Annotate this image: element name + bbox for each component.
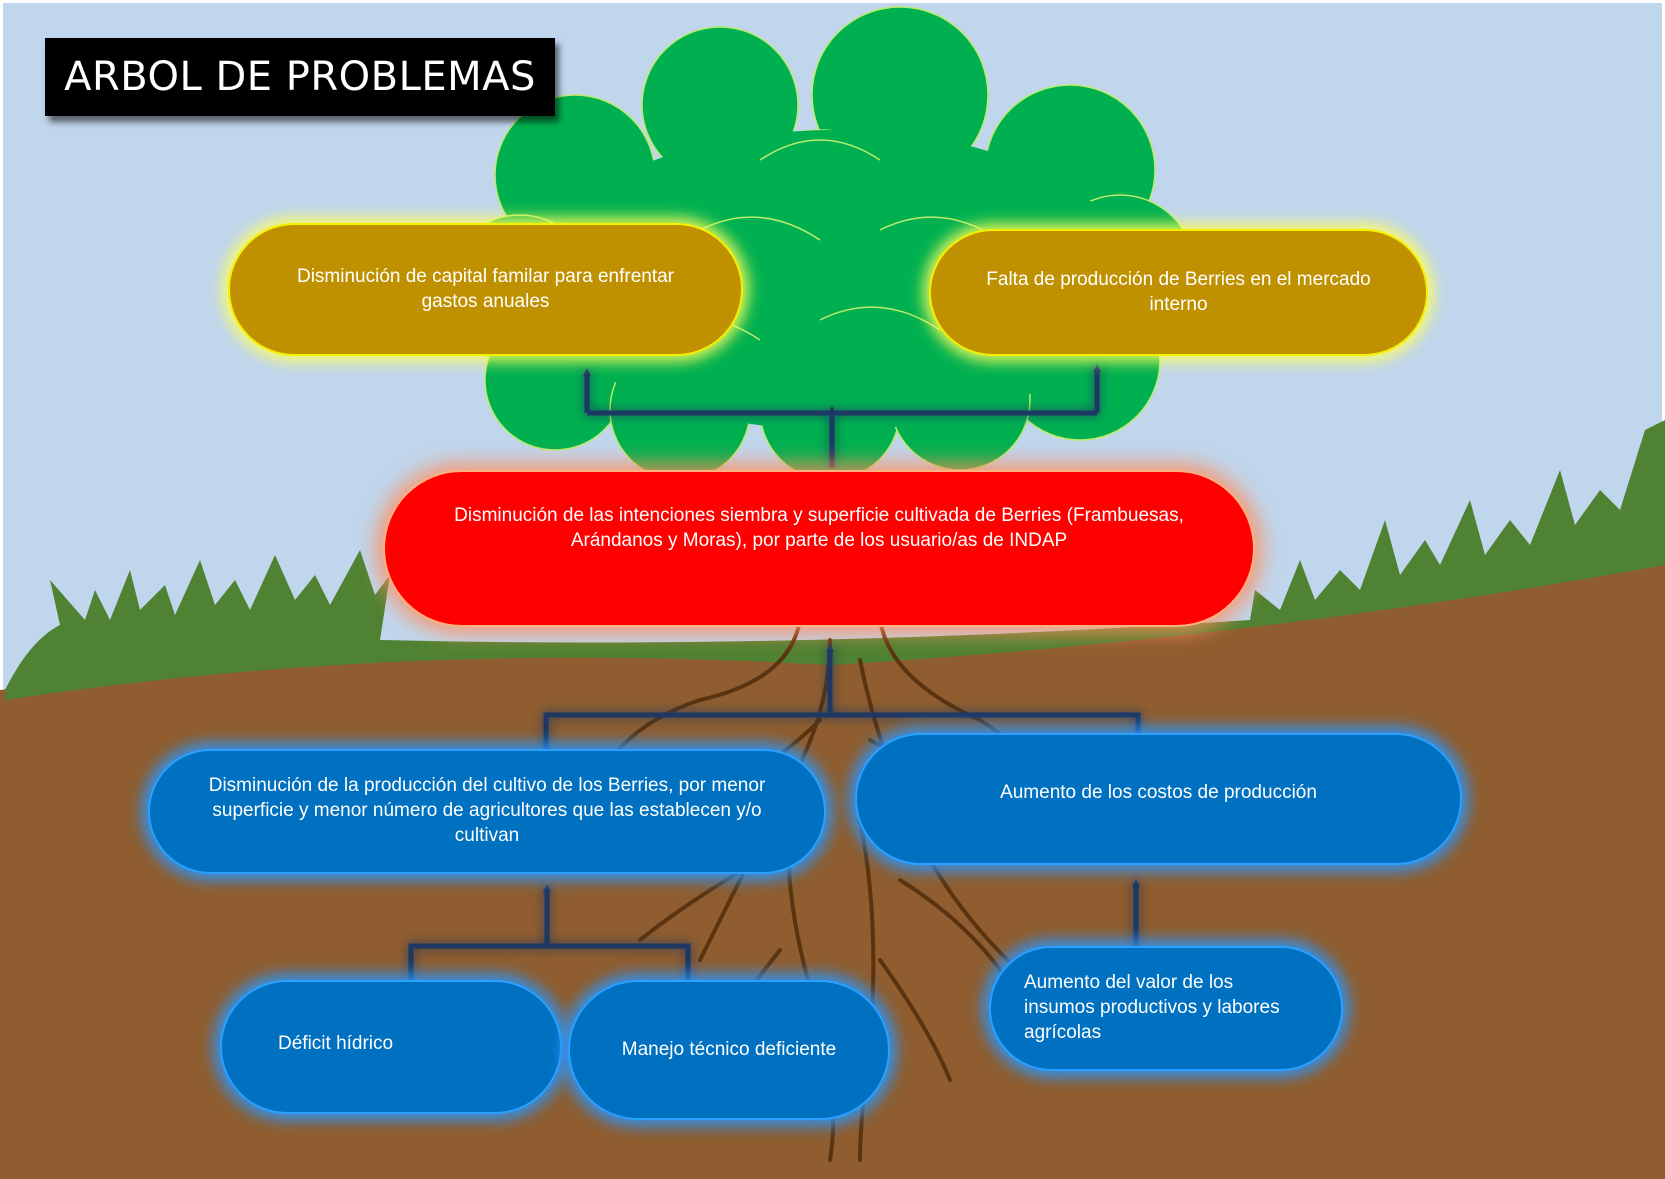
cause-node: Disminución de la producción del cultivo…	[148, 749, 826, 874]
root-cause-text: Déficit hídrico	[278, 1033, 394, 1054]
effect-node: Disminución de capital familar para enfr…	[228, 223, 743, 356]
effect-text: Falta de producción de Berries en el mer…	[986, 268, 1371, 315]
effect-text: Disminución de capital familar para enfr…	[296, 265, 674, 312]
effect-node: Falta de producción de Berries en el mer…	[929, 229, 1428, 356]
cause-text: Aumento de los costos de producción	[1000, 782, 1317, 803]
arrow-roots-to-cause-left	[408, 888, 691, 980]
central-problem-node: Disminución de las intenciones siembra y…	[383, 470, 1255, 627]
root-cause-node: Manejo técnico deficiente	[568, 980, 890, 1120]
root-cause-node: Déficit hídrico	[220, 980, 562, 1114]
connector-arrows	[408, 364, 1141, 980]
root-cause-text: Manejo técnico deficiente	[621, 1038, 837, 1060]
arrow-causes-to-center	[543, 648, 1141, 752]
central-problem-text: Disminución de las intenciones siembra y…	[454, 505, 1184, 551]
arrow-center-to-effects	[587, 410, 1097, 468]
cause-text: Disminución de la producción del cultivo…	[208, 775, 766, 846]
root-cause-text: Aumento del valor de los insumos product…	[1024, 972, 1280, 1043]
root-cause-node: Aumento del valor de los insumos product…	[989, 946, 1343, 1071]
cause-node: Aumento de los costos de producción	[855, 733, 1462, 865]
title-text: ARBOL DE PROBLEMAS	[64, 54, 536, 100]
diagram-title: ARBOL DE PROBLEMAS	[45, 38, 555, 116]
